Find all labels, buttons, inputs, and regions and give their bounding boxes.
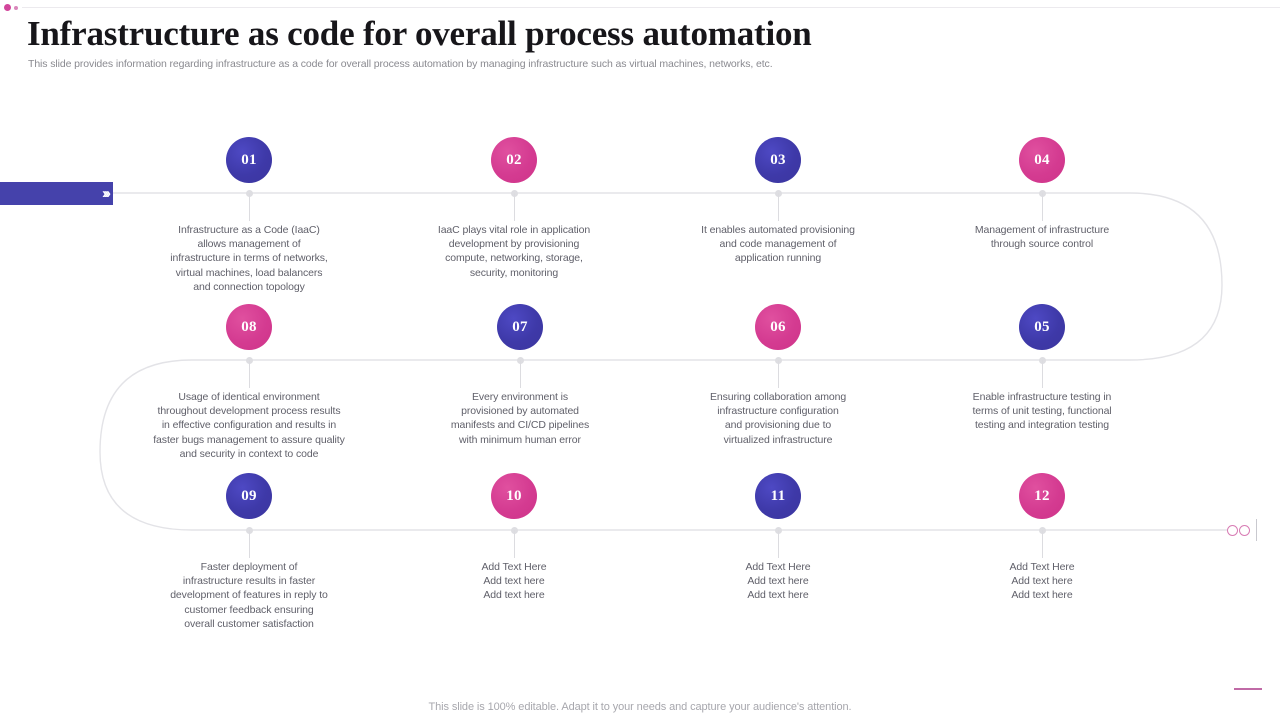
caption-line: Add Text Here [1009,561,1075,573]
caption-line: and connection topology [193,280,305,293]
caption-line: Management of infrastructure [974,224,1110,236]
timeline-caption-05: Enable infrastructure testing in terms of… [912,390,1172,433]
caption-line: overall customer satisfaction [184,617,314,630]
timeline-node-02[interactable]: 02 [491,137,537,183]
timeline-stem [249,530,250,558]
caption-line: and code management of [719,238,837,251]
timeline-stem [1042,193,1043,221]
timeline-node-11[interactable]: 11 [755,473,801,519]
end-bar [1256,519,1257,541]
timeline-node-05[interactable]: 05 [1019,304,1065,350]
timeline-stem [778,193,779,221]
timeline-node-12[interactable]: 12 [1019,473,1065,519]
caption-line: terms of unit testing, functional [972,405,1112,418]
caption-line: IaaC plays vital role in application [437,224,591,236]
timeline-caption-08: Usage of identical environment throughout… [119,390,379,461]
timeline-node-04[interactable]: 04 [1019,137,1065,183]
timeline-node-09[interactable]: 09 [226,473,272,519]
caption-line: Add text here [1011,575,1073,588]
caption-line: through source control [990,238,1094,251]
timeline-stem [514,530,515,558]
timeline-stem [1042,530,1043,558]
caption-line: security, monitoring [469,266,559,279]
caption-line: manifests and CI/CD pipelines [450,419,590,432]
caption-line: Add text here [483,575,545,588]
caption-line: Add Text Here [481,561,547,573]
bottom-accent-bar [1234,688,1262,690]
timeline-stem [778,530,779,558]
caption-line: Add text here [747,589,809,602]
timeline-stem [778,360,779,388]
caption-line: It enables automated provisioning [701,224,855,236]
caption-line: Every environment is [471,391,569,403]
timeline-caption-04: Management of infrastructure through sour… [912,223,1172,251]
timeline-stem [514,193,515,221]
timeline-node-06[interactable]: 06 [755,304,801,350]
timeline-caption-07: Every environment is provisioned by autom… [390,390,650,447]
caption-line: allows management of [197,238,301,251]
end-ring-one [1227,525,1238,536]
timeline-stem [249,360,250,388]
caption-line: customer feedback ensuring [184,603,314,616]
footer-note: This slide is 100% editable. Adapt it to… [428,701,852,713]
chevron-right-icon: ››› [102,185,111,202]
caption-line: Usage of identical environment [178,391,320,403]
caption-line: Add text here [747,575,809,588]
caption-line: provisioned by automated [461,405,579,418]
accent-dot-large [4,4,11,11]
caption-line: application running [734,252,822,265]
top-divider [22,7,1280,8]
caption-line: virtual machines, load balancers [175,266,323,279]
caption-line: Faster deployment of [200,561,298,573]
caption-line: testing and integration testing [974,419,1110,432]
caption-line: virtualized infrastructure [723,433,833,446]
timeline-node-08[interactable]: 08 [226,304,272,350]
caption-line: faster bugs management to assure quality [153,433,345,446]
caption-line: Infrastructure as a Code (IaaC) [178,224,320,236]
caption-line: infrastructure configuration [717,405,839,418]
accent-dot-small [14,6,18,10]
start-banner: ››› [0,182,113,205]
caption-line: Enable infrastructure testing in [972,391,1112,403]
timeline-caption-09: Faster deployment of infrastructure resul… [119,560,379,631]
timeline-node-03[interactable]: 03 [755,137,801,183]
caption-line: Add text here [483,589,545,602]
timeline-caption-01: Infrastructure as a Code (IaaC) allows ma… [119,223,379,294]
caption-line: development by provisioning [448,238,580,251]
end-ring-two [1239,525,1250,536]
caption-line: compute, networking, storage, [445,252,583,265]
timeline-stem [520,360,521,388]
timeline-stem [1042,360,1043,388]
page-subtitle: This slide provides information regardin… [28,58,773,70]
caption-line: and security in context to code [179,447,319,460]
caption-line: Add Text Here [745,561,811,573]
caption-line: and provisioning due to [724,419,832,432]
timeline-caption-03: It enables automated provisioning and cod… [648,223,908,266]
caption-line: Ensuring collaboration among [709,391,847,403]
caption-line: with minimum human error [459,433,581,446]
caption-line: in effective configuration and results i… [161,419,337,432]
page-title: Infrastructure as code for overall proce… [27,14,812,53]
caption-line: throughout development process results [157,405,341,418]
caption-line: infrastructure results in faster [182,575,316,588]
timeline-node-01[interactable]: 01 [226,137,272,183]
caption-line: development of features in reply to [170,589,328,602]
timeline-caption-06: Ensuring collaboration among infrastructu… [648,390,908,447]
timeline-caption-02: IaaC plays vital role in application deve… [384,223,644,280]
timeline-node-07[interactable]: 07 [497,304,543,350]
timeline-stem [249,193,250,221]
timeline-node-10[interactable]: 10 [491,473,537,519]
caption-line: infrastructure in terms of networks, [170,252,328,265]
caption-line: Add text here [1011,589,1073,602]
